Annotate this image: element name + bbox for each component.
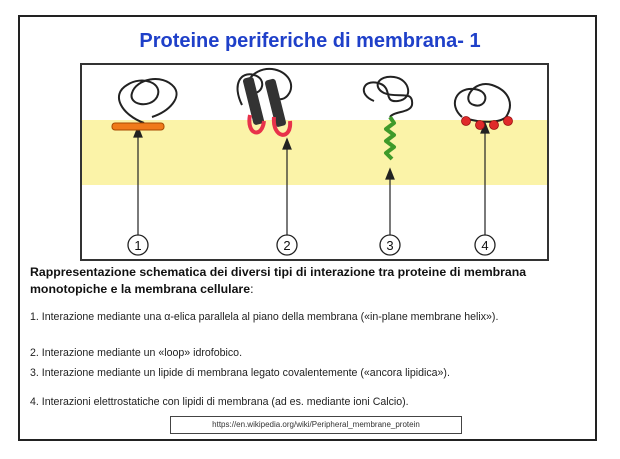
- protein-2-helix-left: [242, 76, 264, 125]
- membrane-band: [82, 120, 547, 185]
- arrow-2-head: [282, 137, 292, 150]
- membrane-diagram: 1 2 3 4: [82, 67, 547, 256]
- label-4: 4: [481, 238, 488, 253]
- label-1: 1: [134, 238, 141, 253]
- list-item-4: 4. Interazioni elettrostatiche con lipid…: [30, 396, 409, 408]
- protein-2-loop-left: [247, 114, 266, 135]
- protein-2-helix-right: [264, 78, 286, 127]
- list-item-3: 3. Interazione mediante un lipide di mem…: [30, 367, 450, 379]
- list-item-2: 2. Interazione mediante un «loop» idrofo…: [30, 347, 243, 359]
- arrow-3-head: [385, 167, 395, 180]
- source-link[interactable]: https://en.wikipedia.org/wiki/Peripheral…: [170, 416, 462, 434]
- label-2: 2: [283, 238, 290, 253]
- label-3: 3: [386, 238, 393, 253]
- protein-1-chain: [117, 78, 178, 124]
- label-circle-4: [474, 234, 496, 256]
- calcium-ion-3: [489, 120, 499, 130]
- label-circle-1: [127, 234, 149, 256]
- slide-title: Proteine periferiche di membrana- 1: [139, 30, 481, 52]
- label-circle-2: [276, 234, 298, 256]
- calcium-ion-1: [461, 116, 471, 126]
- label-circle-3: [379, 234, 401, 256]
- arrow-1-head: [133, 125, 143, 138]
- calcium-ion-2: [475, 120, 485, 130]
- protein-1-helix: [111, 122, 165, 131]
- slide-frame: [18, 15, 597, 441]
- caption-colon: :: [250, 282, 254, 296]
- membrane-protein-figure: 1 2 3 4: [80, 63, 549, 261]
- protein-3-chain: [363, 75, 414, 118]
- protein-3-lipid-anchor: [384, 115, 396, 161]
- protein-4-chain: [453, 82, 511, 123]
- calcium-ion-4: [503, 116, 513, 126]
- protein-2-loop-right: [271, 116, 293, 137]
- list-item-1: 1. Interazione mediante una α-elica para…: [30, 311, 499, 323]
- figure-caption: Rappresentazione schematica dei diversi …: [30, 264, 590, 298]
- caption-bold-text: Rappresentazione schematica dei diversi …: [30, 265, 527, 296]
